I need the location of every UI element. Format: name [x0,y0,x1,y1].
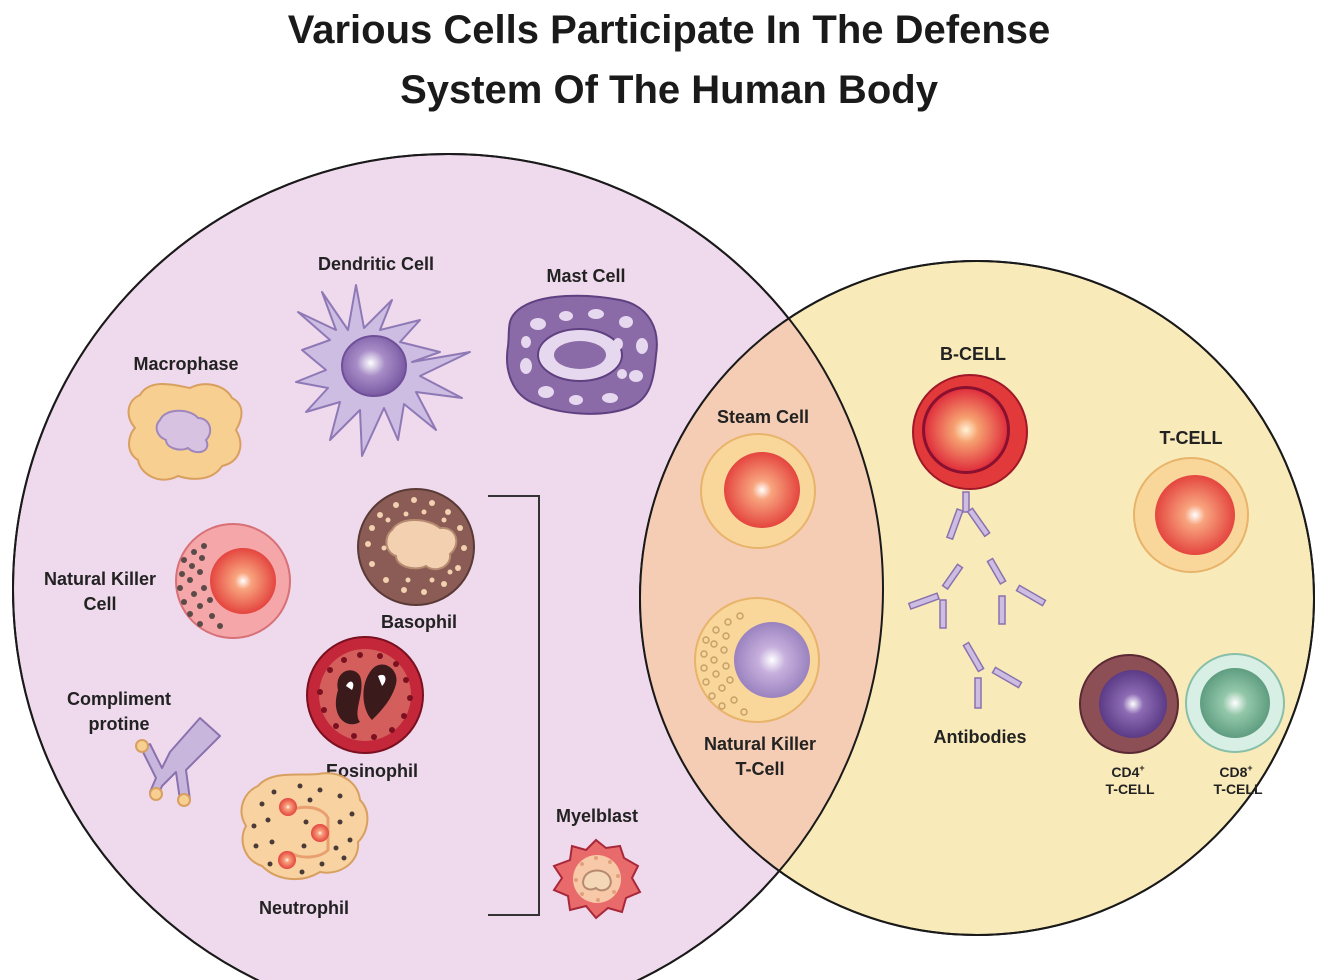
diagram-title: Various Cells Participate In The Defense… [0,0,1338,120]
neutrophil-cell [240,772,369,881]
antibodies-group [907,491,1047,709]
myelblast-cell [552,838,642,920]
antibody [962,641,985,673]
macrophase-cell [127,383,243,481]
basophil-cell [357,488,475,606]
cd8-label-line1: CD8+ [1219,763,1252,780]
macrophase-label: Macrophase [133,354,238,374]
t-cell [1133,457,1249,573]
basophil-label: Basophil [381,612,457,632]
title-line-2: System Of The Human Body [400,68,938,112]
cd4-label-line2: T-CELL [1106,781,1155,797]
cd8-label-line2: T-CELL [1214,781,1263,797]
antibody [991,666,1023,689]
antibody [966,507,991,538]
title-line-1: Various Cells Participate In The Defense [287,8,1051,52]
mast-cell [506,294,658,415]
compliment-label-line2: protine [89,714,150,734]
granulocyte-bracket [488,495,540,916]
steam-label: Steam Cell [717,407,809,427]
compliment-protein [135,717,221,807]
antibody-stem [962,491,970,513]
b-cell [912,374,1028,490]
cd4-label-line1: CD4+ [1111,763,1144,780]
steam-cell [700,433,816,549]
natural-killer-label-line1: Natural Killer [44,569,156,589]
eosinophil-cell [306,636,424,754]
natural-killer-t-label-line1: Natural Killer [704,734,816,754]
mast-label: Mast Cell [546,266,625,286]
compliment-label-line1: Compliment [67,689,171,709]
antibody [945,508,964,541]
myelblast-label: Myelblast [556,806,638,826]
overlap-region [640,261,883,935]
natural-killer-t-label-line2: T-Cell [735,759,784,779]
natural-killer-label-line2: Cell [83,594,116,614]
antibody [941,563,964,591]
dendritic-label: Dendritic Cell [318,254,434,274]
natural-killer-cell [175,523,291,639]
cd4-t-cell [1079,654,1179,754]
antibody [907,592,940,611]
cd8-t-cell [1185,653,1285,753]
neutrophil-label: Neutrophil [259,898,349,918]
antibody [1015,584,1047,607]
natural-killer-t-cell [694,597,820,723]
eosinophil-label: Eosinophil [326,761,418,781]
antibodies-label: Antibodies [934,727,1027,747]
antibody [986,557,1007,586]
dendritic-cell [295,284,471,457]
t-cell-label: T-CELL [1160,428,1223,448]
b-cell-label: B-CELL [940,344,1006,364]
